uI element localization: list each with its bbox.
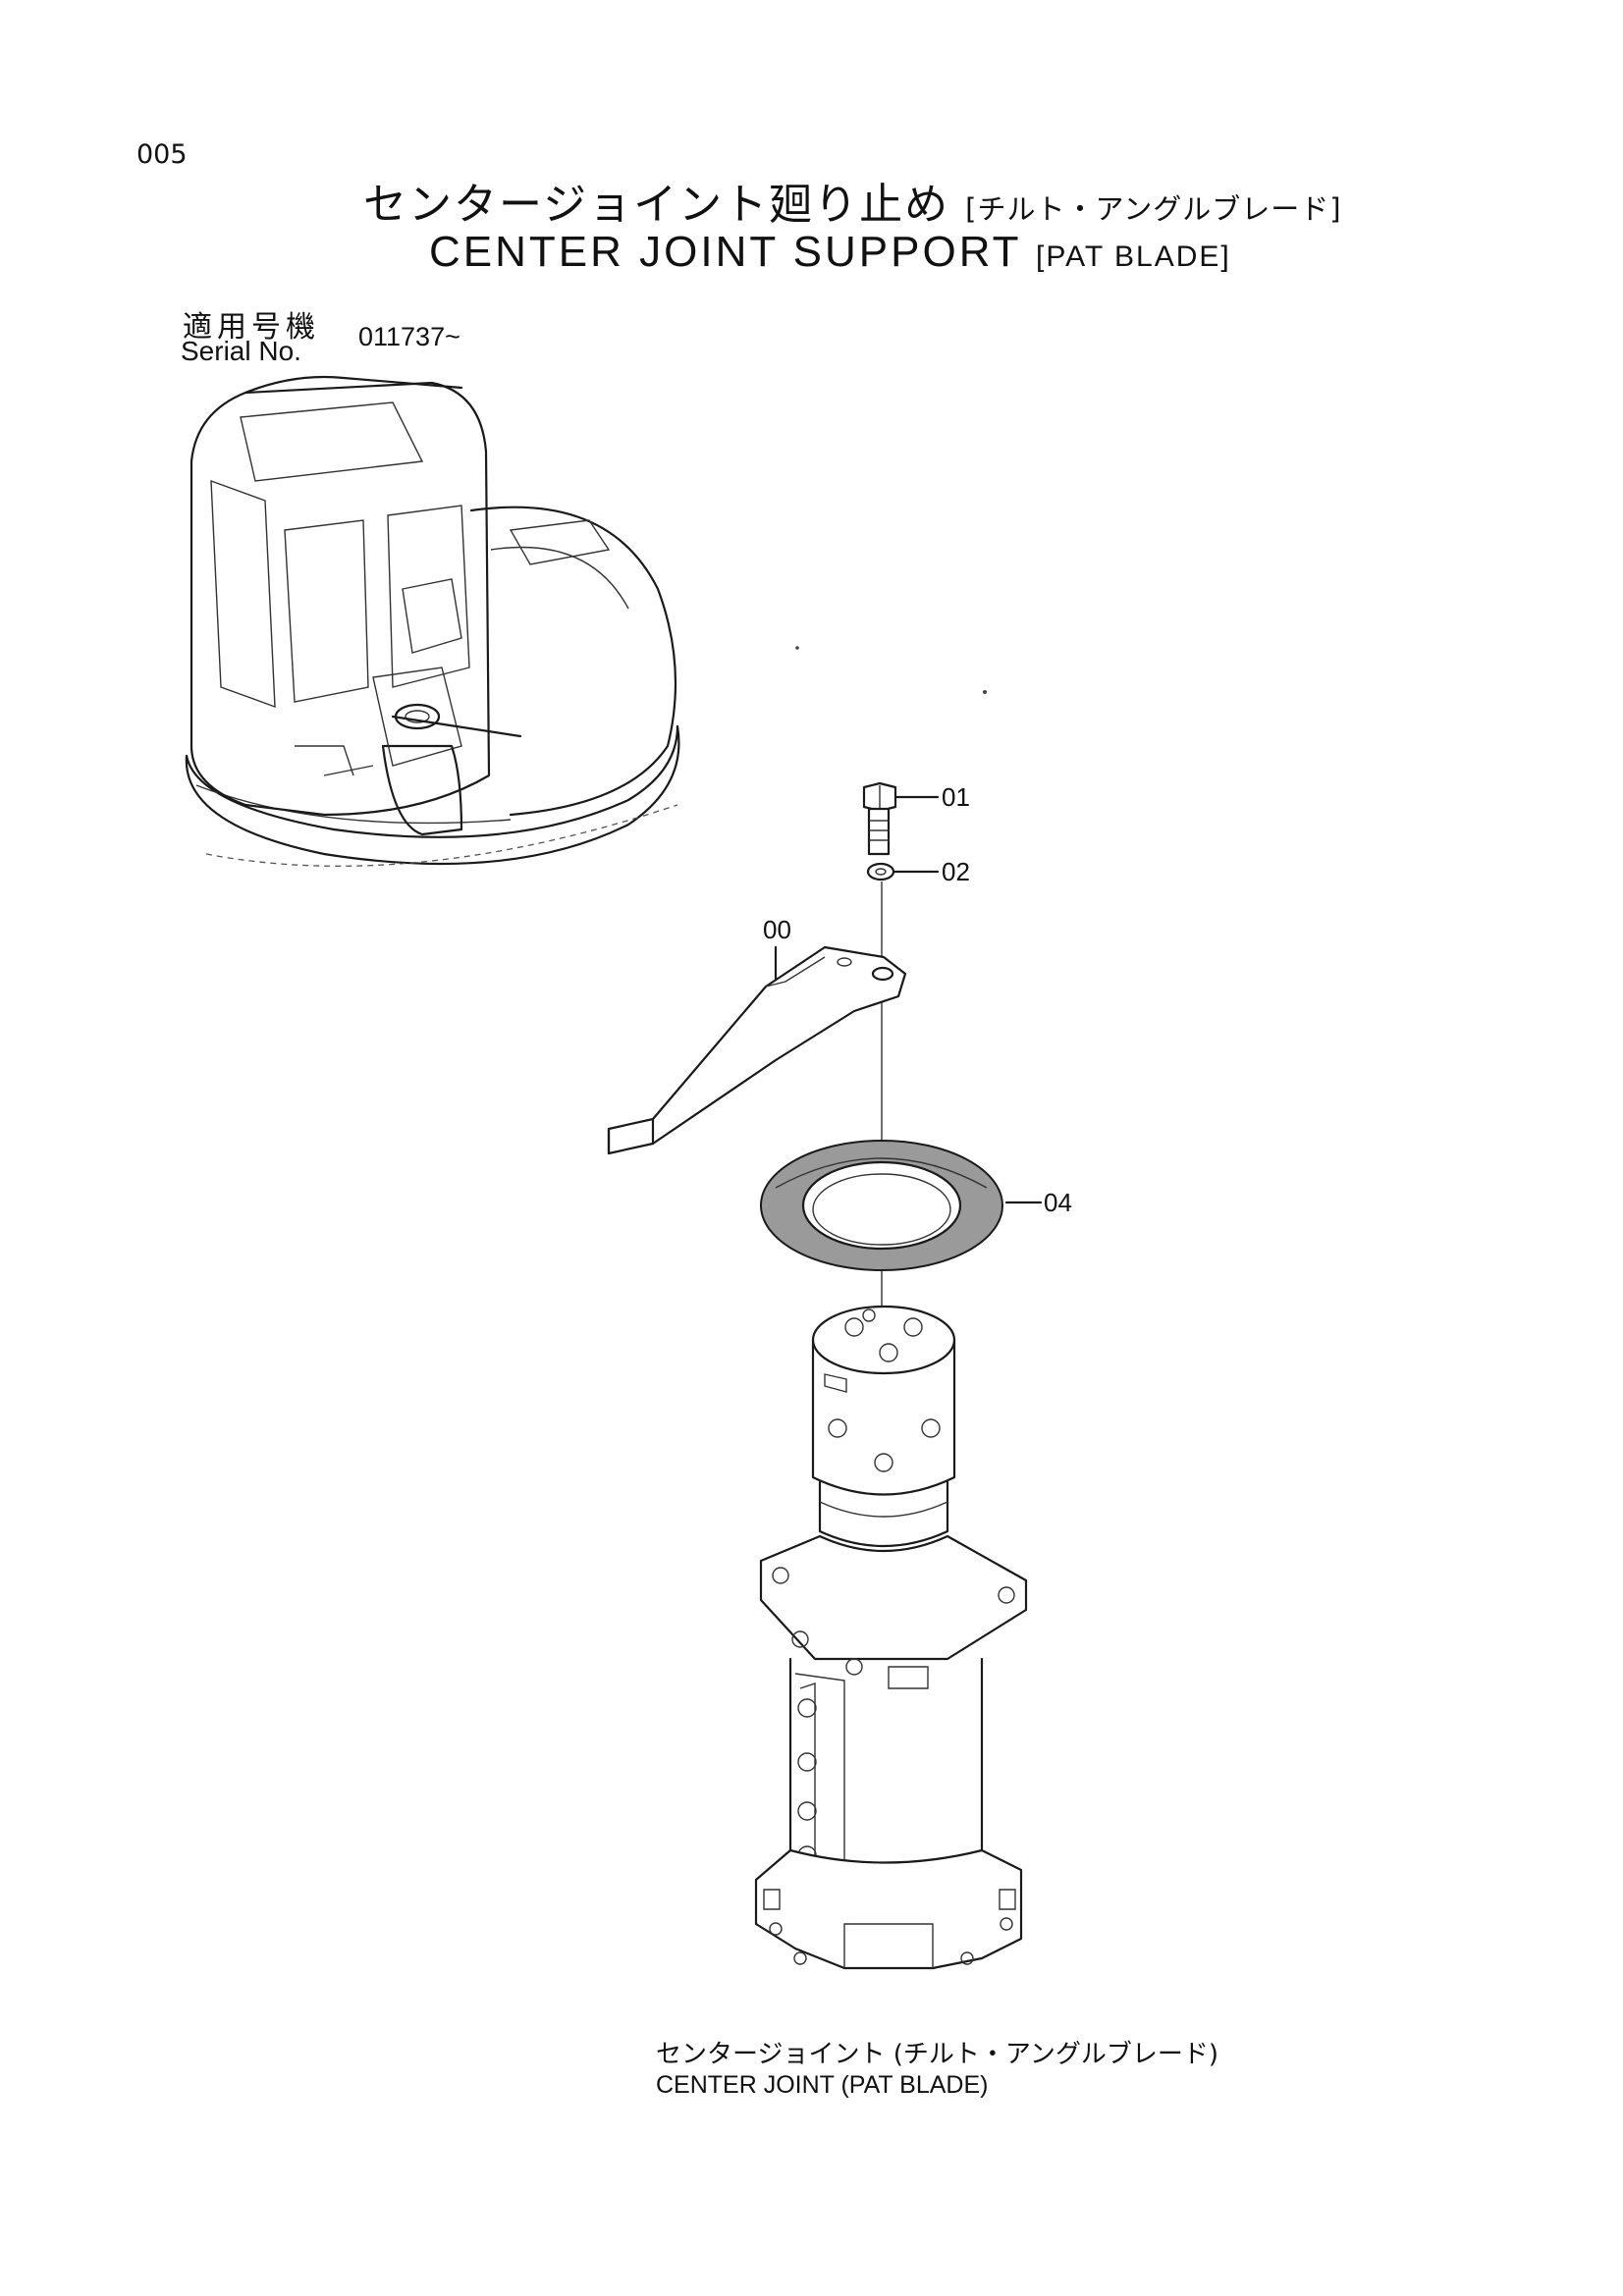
- washer-02: [868, 864, 893, 880]
- title-jp-sub: [チルト・アングルブレード]: [965, 192, 1342, 226]
- bracket-00: [609, 947, 905, 1153]
- machine-overview-drawing: [187, 377, 679, 866]
- caption-japanese: センタージョイント (チルト・アングルブレード): [656, 2040, 1218, 2069]
- title-en-main: CENTER JOINT SUPPORT: [429, 228, 1021, 276]
- title-jp-main: センタージョイント廻り止め: [363, 180, 950, 230]
- title-japanese: センタージョイント廻り止め [チルト・アングルブレード]: [363, 169, 1342, 232]
- seal-ring-04: [761, 1141, 1002, 1270]
- caption-english: CENTER JOINT (PAT BLADE): [656, 2071, 989, 2099]
- page-number: 005: [136, 139, 188, 170]
- serial-label-jp: 適用号機: [183, 310, 320, 345]
- scan-dot: [795, 646, 799, 650]
- callout-00: 00: [763, 915, 791, 944]
- bolt-01: [864, 783, 895, 854]
- title-english: CENTER JOINT SUPPORT [PAT BLADE]: [429, 228, 1231, 277]
- center-joint-body: [756, 1307, 1026, 1968]
- scan-dot: [983, 690, 987, 694]
- serial-value: 011737~: [358, 322, 460, 351]
- callout-02: 02: [942, 857, 970, 886]
- callout-04: 04: [1044, 1188, 1072, 1217]
- callout-01: 01: [942, 782, 970, 812]
- serial-label-en: Serial No.: [181, 336, 301, 366]
- title-en-sub: [PAT BLADE]: [1036, 240, 1231, 273]
